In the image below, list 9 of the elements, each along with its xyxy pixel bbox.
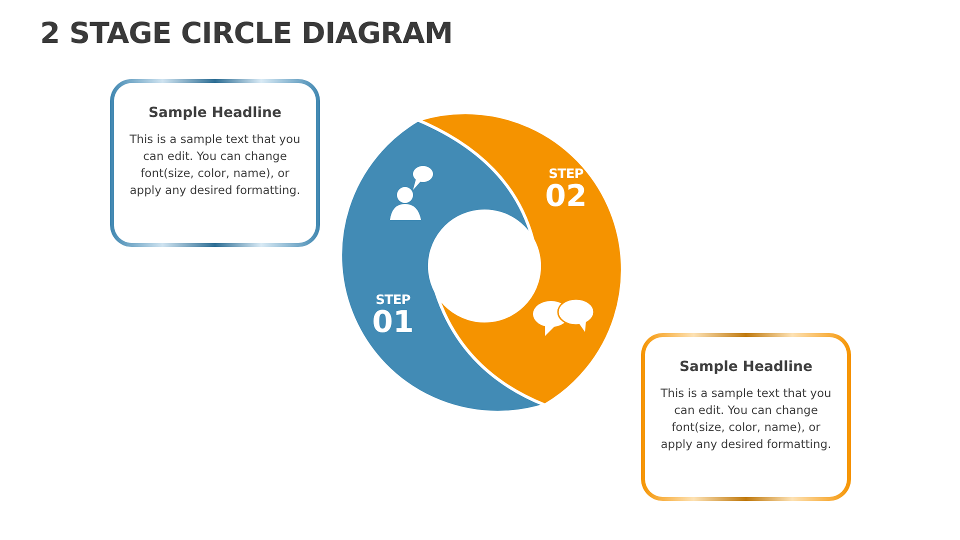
headline: Sample Headline	[678, 359, 814, 375]
body-text: This is a sample text that you can edit. You can change font(size, color, name), or apply any desired formatting.	[128, 131, 302, 199]
step-number: 01	[371, 308, 415, 338]
body-text: This is a sample text that you can edit. You can change font(size, color, name), or apply any desired formatting.	[660, 385, 832, 453]
step-label: STEP	[374, 293, 412, 308]
headline: Sample Headline	[147, 105, 283, 121]
step-label: STEP	[548, 167, 584, 182]
step-number: 02	[544, 182, 588, 212]
title: 2 STAGE CIRCLE DIAGRAM	[40, 16, 453, 50]
